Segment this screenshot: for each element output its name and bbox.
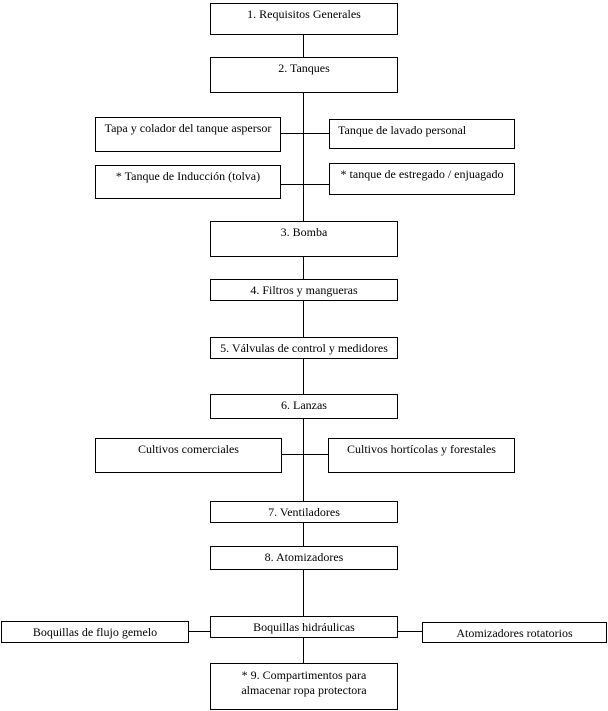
connector-step4-step5 bbox=[303, 301, 304, 337]
node-atomizadores: 8. Atomizadores bbox=[210, 546, 398, 570]
node-ventiladores: 7. Ventiladores bbox=[210, 501, 398, 523]
connector-step6-step7 bbox=[303, 419, 304, 501]
node-tanque-estregado-enjuagado: * tanque de estregado / enjuagado bbox=[329, 163, 515, 195]
node-requisitos-generales: 1. Requisitos Generales bbox=[210, 3, 398, 35]
node-compartimentos-ropa-protectora: * 9. Compartimentos para almacenar ropa … bbox=[210, 663, 398, 710]
connector-tank-row2 bbox=[281, 184, 329, 185]
connector-step5-step6 bbox=[303, 359, 304, 394]
connector-twin-flow-to-hydraulic bbox=[189, 631, 210, 632]
node-tanque-lavado-personal: Tanque de lavado personal bbox=[329, 119, 515, 149]
node-valvulas-control-medidores: 5. Válvulas de control y medidores bbox=[210, 337, 398, 359]
node-bomba: 3. Bomba bbox=[210, 221, 398, 257]
node-tapa-colador-tanque-aspersor: Tapa y colador del tanque aspersor bbox=[95, 117, 281, 152]
node-cultivos-comerciales: Cultivos comerciales bbox=[95, 438, 282, 473]
connector-step8-hydraulic-nozzles bbox=[303, 570, 304, 616]
connector-tank-row1 bbox=[281, 133, 329, 134]
node-atomizadores-rotatorios: Atomizadores rotatorios bbox=[422, 622, 607, 643]
connector-crops-row bbox=[282, 454, 328, 455]
node-lanzas: 6. Lanzas bbox=[210, 394, 398, 419]
node-tanque-induccion-tolva: * Tanque de Inducción (tolva) bbox=[95, 165, 281, 199]
connector-step7-step8 bbox=[303, 523, 304, 546]
node-filtros-mangueras: 4. Filtros y mangueras bbox=[210, 279, 398, 301]
node-boquillas-hidraulicas: Boquillas hidráulicas bbox=[210, 616, 398, 638]
connector-step3-step4 bbox=[303, 257, 304, 279]
connector-step1-step2 bbox=[303, 35, 304, 57]
node-cultivos-horticolas-forestales: Cultivos hortícolas y forestales bbox=[328, 438, 515, 473]
node-tanques: 2. Tanques bbox=[210, 57, 398, 93]
connector-step2-step3 bbox=[303, 93, 304, 221]
connector-hydraulic-to-rotary bbox=[398, 631, 422, 632]
node-boquillas-flujo-gemelo: Boquillas de flujo gemelo bbox=[1, 621, 189, 643]
connector-hydraulic-nozzles-step9 bbox=[303, 638, 304, 663]
